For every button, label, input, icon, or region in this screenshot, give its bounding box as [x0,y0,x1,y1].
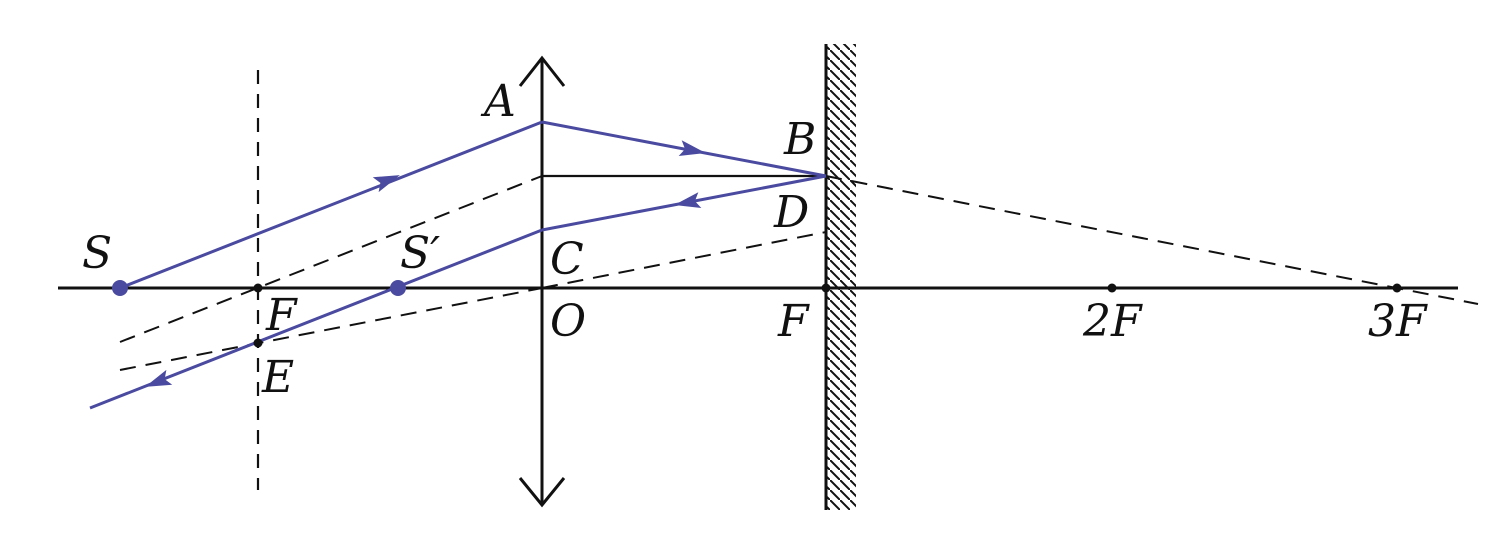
label-e: E [261,352,294,403]
arrow-a-to-b-icon [678,140,706,156]
labels: S S′ A B C D F E O F 2F 3F [82,76,1428,403]
arrow-outgoing-icon [145,369,173,387]
point-2f [1107,283,1117,293]
ray-arrowheads [145,140,706,387]
dashed-parallel-axis-upper [119,175,543,343]
lens-top-arrowhead-icon [518,55,566,87]
dashed-o-to-d [541,231,827,289]
ray-s-to-a [119,120,543,290]
label-b: B [783,114,816,165]
label-s-prime: S′ [400,228,440,279]
label-c: C [550,234,584,285]
arrow-b-to-c-icon [674,192,702,208]
point-s-prime [390,280,406,296]
point-f-right [821,283,831,293]
point-s [112,280,128,296]
ray-a-to-b [541,120,827,178]
label-f-left: F [265,290,298,341]
point-e [253,338,263,348]
label-a: A [480,76,516,127]
label-2f: 2F [1082,296,1143,347]
construction-lines [119,175,1479,371]
arrow-s-to-a-icon [372,175,400,193]
points [112,280,1402,348]
convex-lens [518,55,566,508]
mirror-hatching [826,44,856,510]
ray-c-through-s-prime-e [89,228,543,410]
point-f-left [253,283,263,293]
label-f-right: F [777,296,810,347]
label-3f: 3F [1368,296,1428,347]
label-s: S [82,228,112,279]
label-d: D [773,187,809,238]
lens-bottom-arrowhead-icon [518,477,566,508]
label-o: O [550,296,586,347]
dashed-parallel-axis-lower [119,287,543,371]
plane-mirror [824,44,856,510]
light-rays [89,120,827,410]
dashed-b-to-3f-extension [825,175,1479,305]
point-3f [1392,283,1402,293]
